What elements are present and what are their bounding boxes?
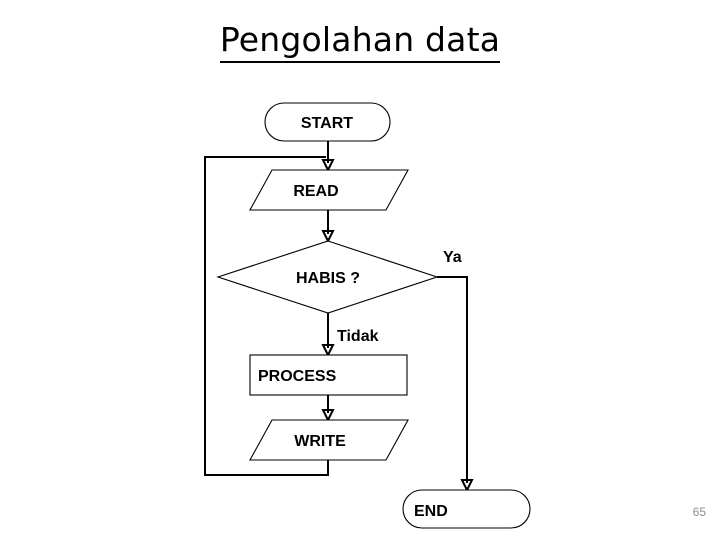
edge-start-to-read (321, 140, 335, 173)
page-number: 65 (692, 505, 706, 519)
node-read-label: READ (293, 183, 338, 200)
edge-read-to-habis (321, 210, 335, 244)
edge-habis-to-end (437, 276, 474, 493)
node-read[interactable]: READ (249, 169, 409, 211)
node-process-label: PROCESS (258, 368, 337, 385)
page-title-text: Pengolahan data (219, 21, 501, 64)
edge-process-to-write (321, 395, 335, 423)
node-start[interactable]: START (264, 102, 391, 142)
node-habis-decision[interactable]: HABIS ? (216, 240, 439, 314)
node-end-label: END (414, 503, 448, 520)
edge-label-ya: Ya (443, 249, 462, 266)
node-start-label: START (301, 115, 353, 132)
node-write-label: WRITE (294, 433, 346, 450)
page-title: Pengolahan data (0, 21, 720, 64)
edge-habis-to-process (321, 313, 335, 358)
node-end[interactable]: END (402, 489, 531, 529)
node-write[interactable]: WRITE (249, 419, 409, 461)
edge-label-tidak: Tidak (337, 328, 379, 345)
edge-write-to-read-loopback (204, 156, 329, 476)
node-habis-label: HABIS ? (296, 270, 360, 287)
node-process[interactable]: PROCESS (249, 354, 408, 396)
